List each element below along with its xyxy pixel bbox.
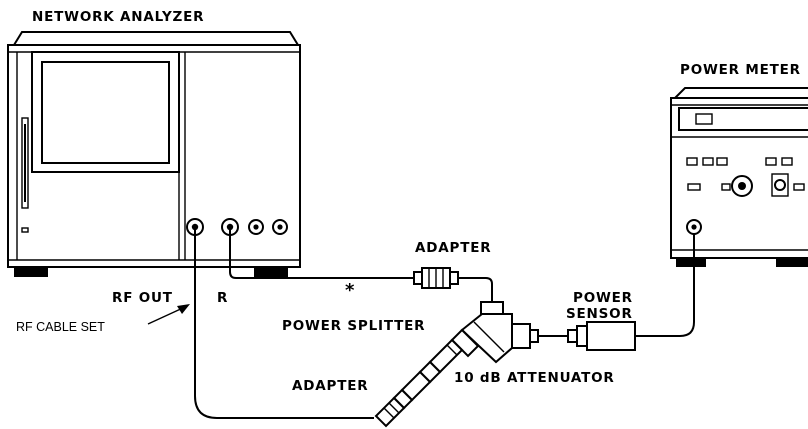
analyzer-foot-right — [254, 267, 288, 277]
bottom-adapter — [374, 388, 414, 428]
power-sensor — [567, 321, 636, 351]
analyzer-body — [7, 44, 301, 268]
meter-top-bevel — [674, 87, 808, 99]
splitter-body — [460, 313, 513, 364]
rf-cable-set-arrowhead — [177, 304, 190, 314]
analyzer-disk-slot — [21, 117, 29, 209]
rf-out-label: RF OUT — [112, 290, 173, 306]
rf-cable-set-arrow — [147, 306, 186, 325]
analyzer-top-bevel — [13, 31, 299, 46]
meter-knob — [731, 175, 753, 197]
sensor-to-meter-cable — [635, 234, 695, 337]
power-meter-label: POWER METER — [680, 62, 801, 78]
power-splitter — [450, 301, 539, 364]
meter-display — [678, 107, 808, 131]
splitter-output-lower — [450, 328, 480, 358]
power-meter — [670, 87, 808, 267]
attenuator — [400, 338, 464, 402]
sensor-body — [586, 321, 636, 351]
r-port-cable — [229, 227, 414, 279]
analyzer-screen — [41, 61, 170, 164]
power-sensor-label-line2: SENSOR — [566, 306, 633, 322]
top-adapter — [413, 267, 459, 289]
port-b — [272, 219, 288, 235]
top-adapter-label: ADAPTER — [415, 240, 491, 256]
attenuator-label: 10 dB ATTENUATOR — [454, 370, 615, 386]
rf-cable-set-label: RF CABLE SET — [16, 320, 105, 334]
analyzer-foot-left — [14, 267, 48, 277]
power-sensor-label-line1: POWER — [573, 290, 633, 306]
adapter-to-splitter-cable — [458, 277, 493, 302]
asterisk-label: * — [345, 280, 355, 301]
network-analyzer-label: NETWORK ANALYZER — [32, 9, 204, 25]
network-analyzer — [7, 31, 301, 277]
meter-body — [670, 97, 808, 259]
rf-out-cable — [194, 227, 374, 419]
bottom-adapter-label: ADAPTER — [292, 378, 368, 394]
analyzer-screen-bezel — [31, 51, 180, 173]
meter-foot-left — [676, 258, 706, 267]
port-a — [248, 219, 264, 235]
power-splitter-label: POWER SPLITTER — [282, 318, 425, 334]
r-port-label: R — [217, 290, 228, 306]
meter-foot-right — [776, 258, 808, 267]
